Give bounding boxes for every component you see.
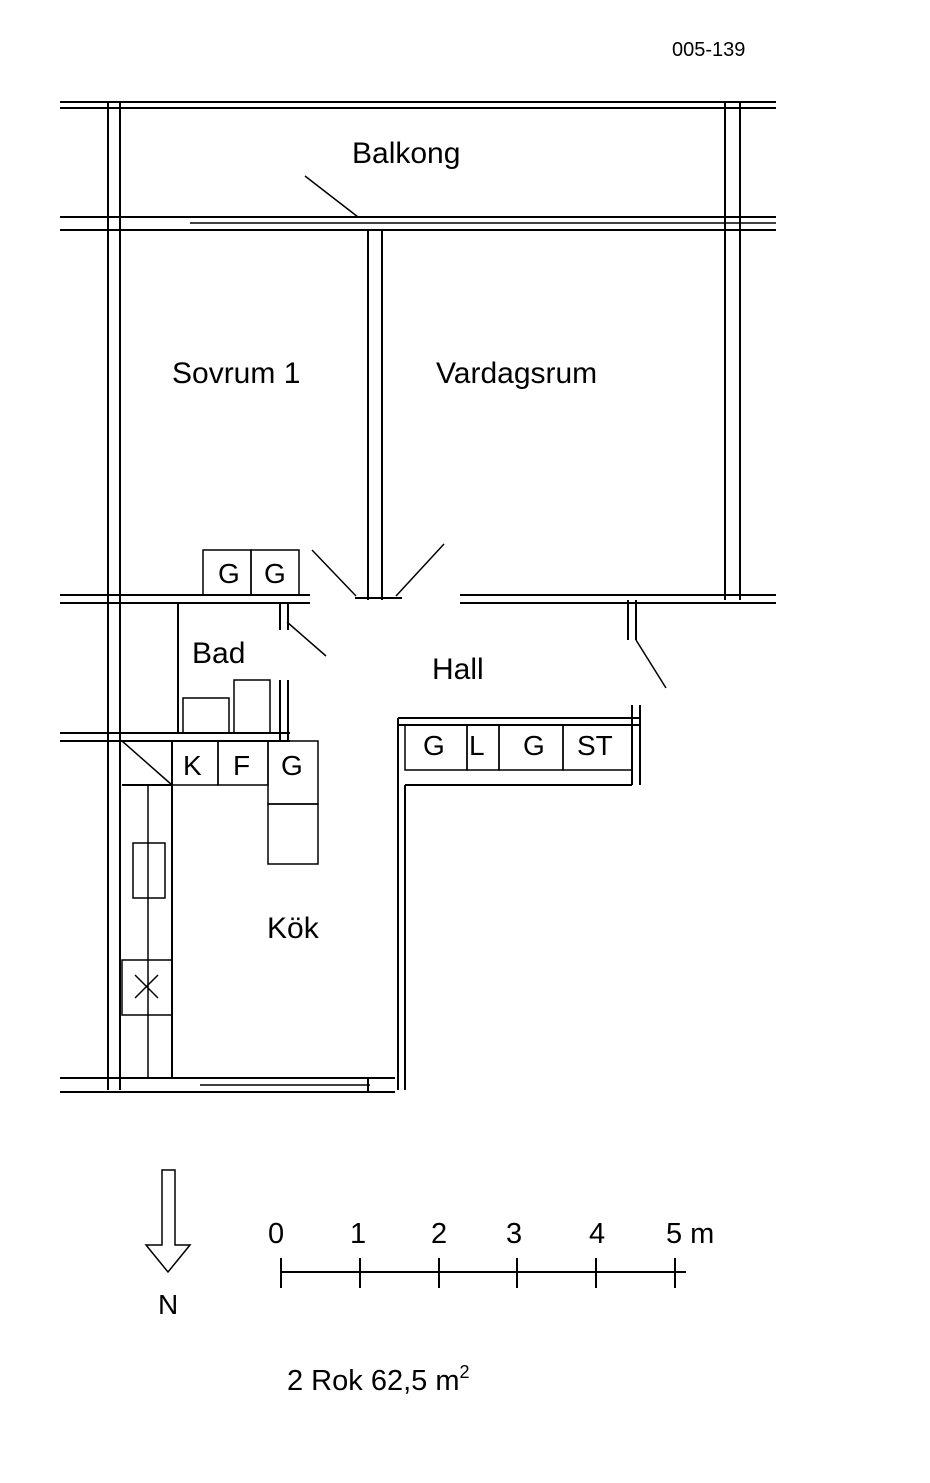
kitchen-unit-label: G bbox=[281, 750, 303, 781]
north-label: N bbox=[158, 1289, 178, 1320]
hall-unit-label: G bbox=[523, 730, 545, 761]
summary-superscript: 2 bbox=[459, 1362, 469, 1382]
room-label-hall: Hall bbox=[432, 653, 484, 686]
kitchen-unit-label: F bbox=[233, 750, 250, 781]
kitchen-unit-label: K bbox=[183, 750, 202, 781]
scale-bar bbox=[280, 1258, 686, 1288]
summary-text: 2 Rok 62,5 m bbox=[287, 1365, 459, 1397]
room-label-kok: Kök bbox=[267, 912, 320, 945]
hall-unit-label: G bbox=[423, 730, 445, 761]
room-label-bad: Bad bbox=[192, 637, 245, 670]
scale-tick-label: 2 bbox=[431, 1218, 447, 1250]
apartment-summary: 2 Rok 62,5 m2 bbox=[287, 1362, 470, 1397]
scale-tick-label: 1 bbox=[350, 1218, 366, 1250]
wardrobe-label: G bbox=[218, 558, 240, 589]
scale-tick-label: 5 m bbox=[666, 1218, 714, 1250]
room-label-balkong: Balkong bbox=[352, 137, 460, 170]
walls bbox=[60, 101, 776, 1093]
scale-tick-label: 0 bbox=[268, 1218, 284, 1250]
room-label-vardagsrum: Vardagsrum bbox=[436, 357, 597, 390]
scale-tick-label: 4 bbox=[589, 1218, 605, 1250]
drawing-id: 005-139 bbox=[672, 39, 745, 61]
scale-tick-label: 3 bbox=[506, 1218, 522, 1250]
wardrobe-label: G bbox=[264, 558, 286, 589]
north-arrow bbox=[144, 1169, 192, 1274]
hall-unit-label: L bbox=[469, 730, 485, 761]
room-label-sovrum: Sovrum 1 bbox=[172, 357, 300, 390]
hall-unit-label: ST bbox=[577, 730, 613, 761]
